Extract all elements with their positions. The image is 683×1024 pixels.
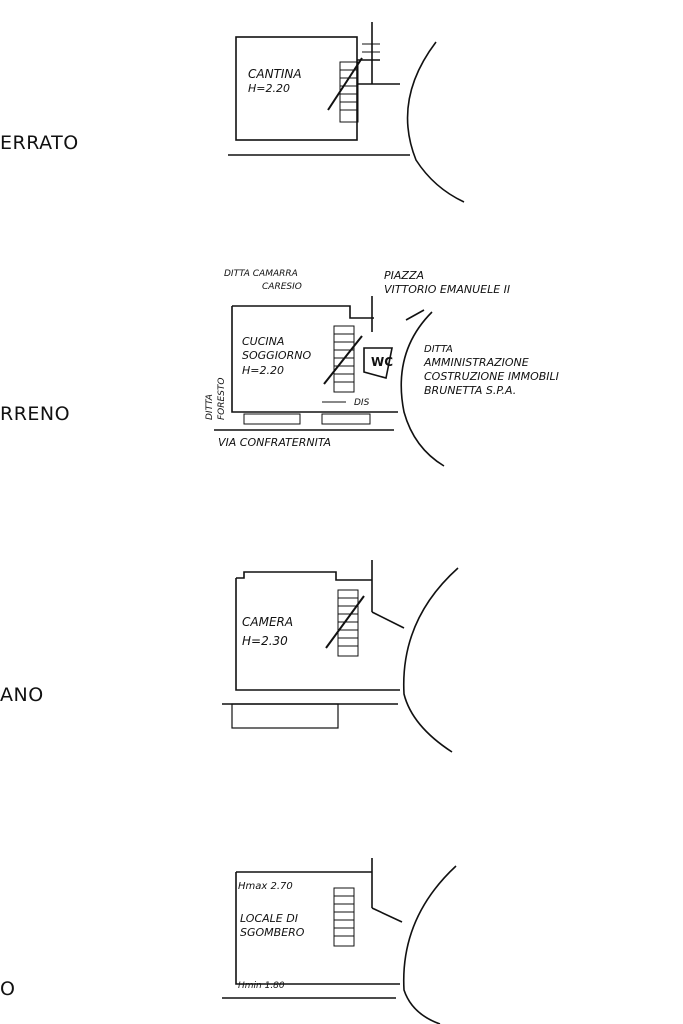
owner-top-label: DITTA CAMARRA	[224, 269, 298, 279]
owner-top-label-2: CARESIO	[262, 282, 302, 292]
plan-first: CAMERA H=2.30	[222, 560, 459, 753]
wall-marks	[362, 43, 380, 53]
plan-ground: WC DIS CUCINA SOGGIORNO H=2.20 DITTA CAM…	[205, 269, 559, 467]
street-label: VIA CONFRATERNITA	[218, 436, 331, 449]
wall-line	[405, 309, 425, 321]
floor-label-first: ANO	[0, 684, 44, 706]
balcony-outline	[231, 703, 339, 729]
room-height-cucina: H=2.20	[242, 364, 284, 377]
stair-icon	[323, 325, 363, 393]
owner-right-label-4: BRUNETTA S.P.A.	[424, 384, 516, 397]
room-height-min: Hmin 1.80	[238, 981, 285, 991]
room-outline-cucina	[231, 306, 398, 413]
floor-label-attic: O	[0, 978, 16, 1000]
stair-icon	[333, 887, 355, 947]
stair-icon	[325, 589, 365, 657]
room-height-cantina: H=2.20	[248, 82, 290, 95]
piazza-curve	[406, 41, 465, 203]
wc-label: WC	[371, 355, 393, 369]
room-label-locale: LOCALE DI	[240, 912, 298, 925]
plan-attic: Hmax 2.70 LOCALE DI SGOMBERO Hmin 1.80	[222, 858, 457, 1024]
piazza-curve	[400, 311, 445, 467]
piazza-curve	[402, 567, 459, 753]
room-outline-camera	[235, 578, 400, 691]
wc-room-outline	[363, 347, 393, 379]
owner-right-label-2: AMMINISTRAZIONE	[423, 356, 529, 369]
owner-left-label-2: FORESTO	[217, 378, 227, 421]
room-height-camera: H=2.30	[242, 634, 288, 648]
stair-wall	[357, 59, 400, 85]
wall-line	[371, 907, 403, 923]
room-height-max: Hmax 2.70	[238, 881, 293, 892]
plan-basement: CANTINA H=2.20	[228, 22, 465, 203]
square-label: PIAZZA	[384, 269, 424, 282]
dis-label: DIS	[354, 398, 370, 408]
room-outline-cantina	[235, 36, 358, 141]
square-name-label: VITTORIO EMANUELE II	[384, 283, 510, 296]
owner-right-label-3: COSTRUZIONE IMMOBILI	[424, 370, 559, 383]
room-label-sgombero: SGOMBERO	[240, 926, 305, 939]
wall-line	[371, 611, 405, 629]
room-label-soggiorno: SOGGIORNO	[242, 349, 311, 362]
room-label-cantina: CANTINA	[248, 67, 302, 81]
floor-label-ground: RRENO	[0, 403, 71, 425]
owner-right-label: DITTA	[424, 344, 453, 355]
window-marks	[243, 413, 371, 425]
room-top-wall	[236, 571, 372, 581]
stair-icon	[327, 57, 363, 123]
piazza-curve	[402, 865, 457, 1024]
owner-left-label: DITTA	[205, 394, 215, 420]
room-outline-sgombero	[235, 872, 400, 985]
floor-label-basement: ERRATO	[0, 132, 79, 154]
room-label-cucina: CUCINA	[242, 335, 284, 348]
room-top-wall	[232, 305, 374, 319]
room-label-camera: CAMERA	[242, 615, 293, 629]
